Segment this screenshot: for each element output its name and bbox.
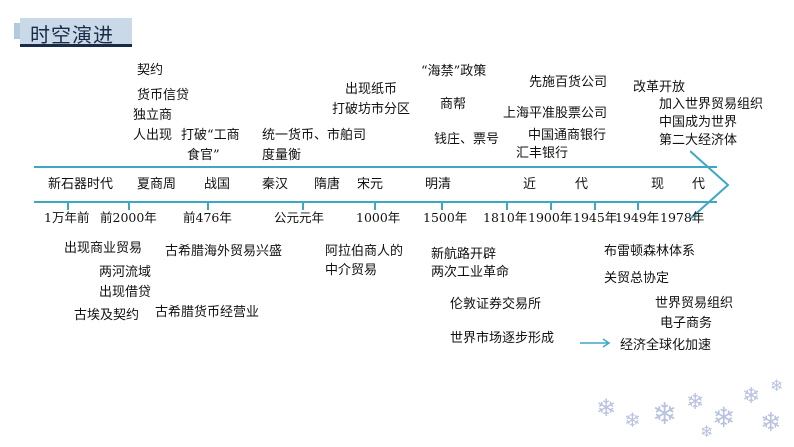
snowflake-icon: ❄ xyxy=(596,394,617,422)
title-underline xyxy=(20,44,132,47)
event-label: 第二大经济体 xyxy=(659,133,738,148)
event-label: 中国成为世界 xyxy=(659,115,738,130)
timeline-tick xyxy=(302,203,304,210)
timeline-tick xyxy=(506,203,508,210)
period-label: 宋元 xyxy=(357,177,384,192)
event-label: 汇丰银行 xyxy=(516,146,569,161)
timeline-tick xyxy=(594,203,596,210)
event-label: 打破坊市分区 xyxy=(332,102,411,117)
date-label: 1978年 xyxy=(660,210,705,225)
event-label: 契约 xyxy=(137,63,164,78)
event-label: 两次工业革命 xyxy=(431,265,510,280)
date-label: 1900年 xyxy=(528,210,573,225)
event-label: 改革开放 xyxy=(633,80,686,95)
date-label: 前476年 xyxy=(183,210,232,225)
snowflake-icon: ❄ xyxy=(624,408,641,432)
event-label: 中介贸易 xyxy=(325,263,378,278)
event-label: 货币信贷 xyxy=(137,88,190,103)
snowflake-icon: ❄ xyxy=(770,376,784,395)
event-label: 食官” xyxy=(187,148,220,163)
snowflake-icon: ❄ xyxy=(712,401,736,434)
snowflake-icon: ❄ xyxy=(760,408,782,438)
date-label: 1945年 xyxy=(573,210,618,225)
event-label: 上海平准股票公司 xyxy=(503,106,608,121)
event-label: 世界市场逐步形成 xyxy=(450,331,555,346)
period-label: 新石器时代 xyxy=(48,177,114,192)
event-label: 关贸总协定 xyxy=(604,271,670,286)
timeline-tick xyxy=(550,203,552,210)
event-label: 电子商务 xyxy=(660,316,713,331)
snowflake-icon: ❄ xyxy=(652,397,678,432)
snowflake-icon: ❄ xyxy=(700,422,714,441)
event-label: 出现纸币 xyxy=(345,82,398,97)
event-label: 度量衡 xyxy=(262,148,302,163)
period-label: 代 xyxy=(575,177,589,192)
event-label: 商帮 xyxy=(440,97,467,112)
event-label: 统一货币、市舶司 xyxy=(262,128,367,143)
event-label: 两河流域 xyxy=(99,265,152,280)
period-label: 现 xyxy=(651,177,665,192)
timeline-tick xyxy=(441,203,443,210)
event-label: 加入世界贸易组织 xyxy=(659,97,764,112)
section-title: 时空演进 xyxy=(30,23,114,47)
snowflake-icon: ❄ xyxy=(686,390,705,415)
period-label: 秦汉 xyxy=(262,177,289,192)
event-label: 世界贸易组织 xyxy=(655,296,734,311)
timeline-tick xyxy=(67,203,69,210)
event-label: 先施百货公司 xyxy=(529,75,608,90)
event-label: 中国通商银行 xyxy=(528,128,607,143)
event-label: 古希腊货币经营业 xyxy=(155,305,260,320)
date-label: 1万年前 xyxy=(44,210,90,225)
period-label: 夏商周 xyxy=(137,177,177,192)
period-label: 隋唐 xyxy=(314,177,341,192)
timeline-tick xyxy=(637,203,639,210)
timeline-band xyxy=(34,166,717,203)
timeline-tick xyxy=(207,203,209,210)
timeline-arrowhead xyxy=(690,150,730,220)
event-label: 钱庄、票号 xyxy=(434,132,500,147)
date-label: 前2000年 xyxy=(100,210,157,225)
event-label: 人出现 xyxy=(133,128,173,143)
event-label: “海禁”政策 xyxy=(421,64,487,79)
right-arrow-icon xyxy=(580,338,611,348)
event-label: 伦敦证券交易所 xyxy=(450,297,542,312)
event-label: 经济全球化加速 xyxy=(620,338,712,353)
period-label: 战国 xyxy=(204,177,231,192)
date-label: 1949年 xyxy=(615,210,660,225)
date-label: 公元元年 xyxy=(274,210,325,225)
period-label: 代 xyxy=(692,177,706,192)
timeline-tick xyxy=(374,203,376,210)
event-label: 阿拉伯商人的 xyxy=(325,244,404,259)
date-label: 1500年 xyxy=(423,210,468,225)
event-label: 古埃及契约 xyxy=(74,308,140,323)
date-label: 1000年 xyxy=(356,210,401,225)
event-label: 布雷顿森林体系 xyxy=(604,244,696,259)
snowflake-icon: ❄ xyxy=(742,384,761,409)
period-label: 近 xyxy=(523,177,537,192)
section-title-box: 时空演进 xyxy=(14,18,132,47)
event-label: 打破“工商 xyxy=(181,128,240,143)
event-label: 新航路开辟 xyxy=(431,247,497,262)
event-label: 独立商 xyxy=(133,108,173,123)
event-label: 出现借贷 xyxy=(99,285,152,300)
timeline-tick xyxy=(128,203,130,210)
event-label: 出现商业贸易 xyxy=(64,241,143,256)
date-label: 1810年 xyxy=(483,210,528,225)
period-label: 明清 xyxy=(425,177,452,192)
event-label: 古希腊海外贸易兴盛 xyxy=(165,244,283,259)
